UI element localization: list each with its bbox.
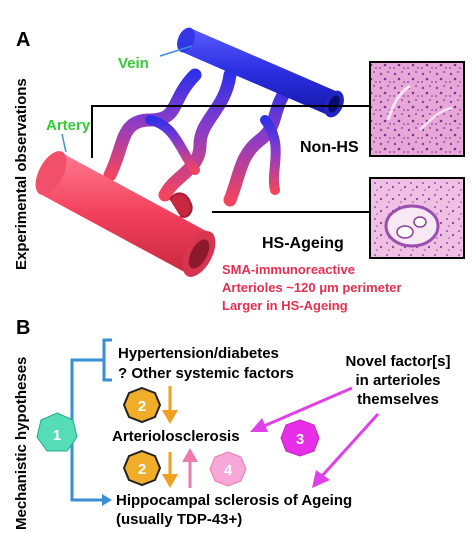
systemic-factors-line-2: ? Other systemic factors xyxy=(118,365,294,382)
hypothesis-badge-2-upper: 2 xyxy=(122,386,162,424)
svg-text:4: 4 xyxy=(224,462,233,479)
novel-factor-line-2: in arterioles xyxy=(355,372,440,389)
non-hs-micrograph xyxy=(369,61,465,157)
caption-line-3: Larger in HS-Ageing xyxy=(222,298,348,313)
artery-vessel xyxy=(35,151,216,277)
bracket-arrowhead xyxy=(102,494,112,506)
hs-ageing-micrograph xyxy=(369,177,465,259)
caption-line-1: SMA-immunoreactive xyxy=(222,262,355,277)
svg-text:1: 1 xyxy=(53,427,61,444)
non-hs-label: Non-HS xyxy=(300,139,359,156)
svg-text:2: 2 xyxy=(138,461,146,478)
vein-vessel xyxy=(177,27,344,118)
hypothesis-badge-3: 3 xyxy=(280,419,320,457)
hypothesis-badge-4: 4 xyxy=(209,451,247,487)
vein-leader-line xyxy=(159,45,193,57)
hs-ageing-label: HS-Ageing xyxy=(262,235,344,252)
orange-arrow-upper xyxy=(162,386,178,424)
panel-b-side-label: Mechanistic hypotheses xyxy=(13,357,30,530)
panel-b-letter: B xyxy=(16,317,30,339)
non-hs-callout-line xyxy=(91,105,370,158)
arteriolosclerosis-label: Arteriolosclerosis xyxy=(112,428,240,445)
novel-factor-line-1: Novel factor[s] xyxy=(345,353,450,370)
systemic-factors-line-1: Hypertension/diabetes xyxy=(118,345,279,362)
hippocampal-sclerosis-label: Hippocampal sclerosis of Ageing xyxy=(116,492,352,509)
novel-factor-line-3: themselves xyxy=(357,391,439,408)
artery-label: Artery xyxy=(46,117,91,134)
hypothesis-badge-1: 1 xyxy=(36,412,78,452)
artery-leader-line xyxy=(61,133,67,153)
vein-label: Vein xyxy=(118,55,149,72)
svg-text:3: 3 xyxy=(296,431,304,448)
tdp43-label: (usually TDP-43+) xyxy=(116,511,242,528)
connecting-vessels xyxy=(103,68,297,207)
systemic-bracket xyxy=(70,338,112,502)
panel-a-letter: A xyxy=(16,29,30,51)
caption-line-2: Arterioles ~120 μm perimeter xyxy=(222,280,402,295)
hypothesis-badge-2-lower: 2 xyxy=(122,449,162,487)
panel-a-side-label: Experimental observations xyxy=(13,78,30,270)
magenta-arrow-to-hs xyxy=(312,412,380,488)
magenta-arrow-to-arteriolosclerosis xyxy=(250,386,353,432)
orange-arrow-lower xyxy=(162,452,178,488)
svg-text:2: 2 xyxy=(138,398,146,415)
pink-arrow-up xyxy=(182,448,198,488)
